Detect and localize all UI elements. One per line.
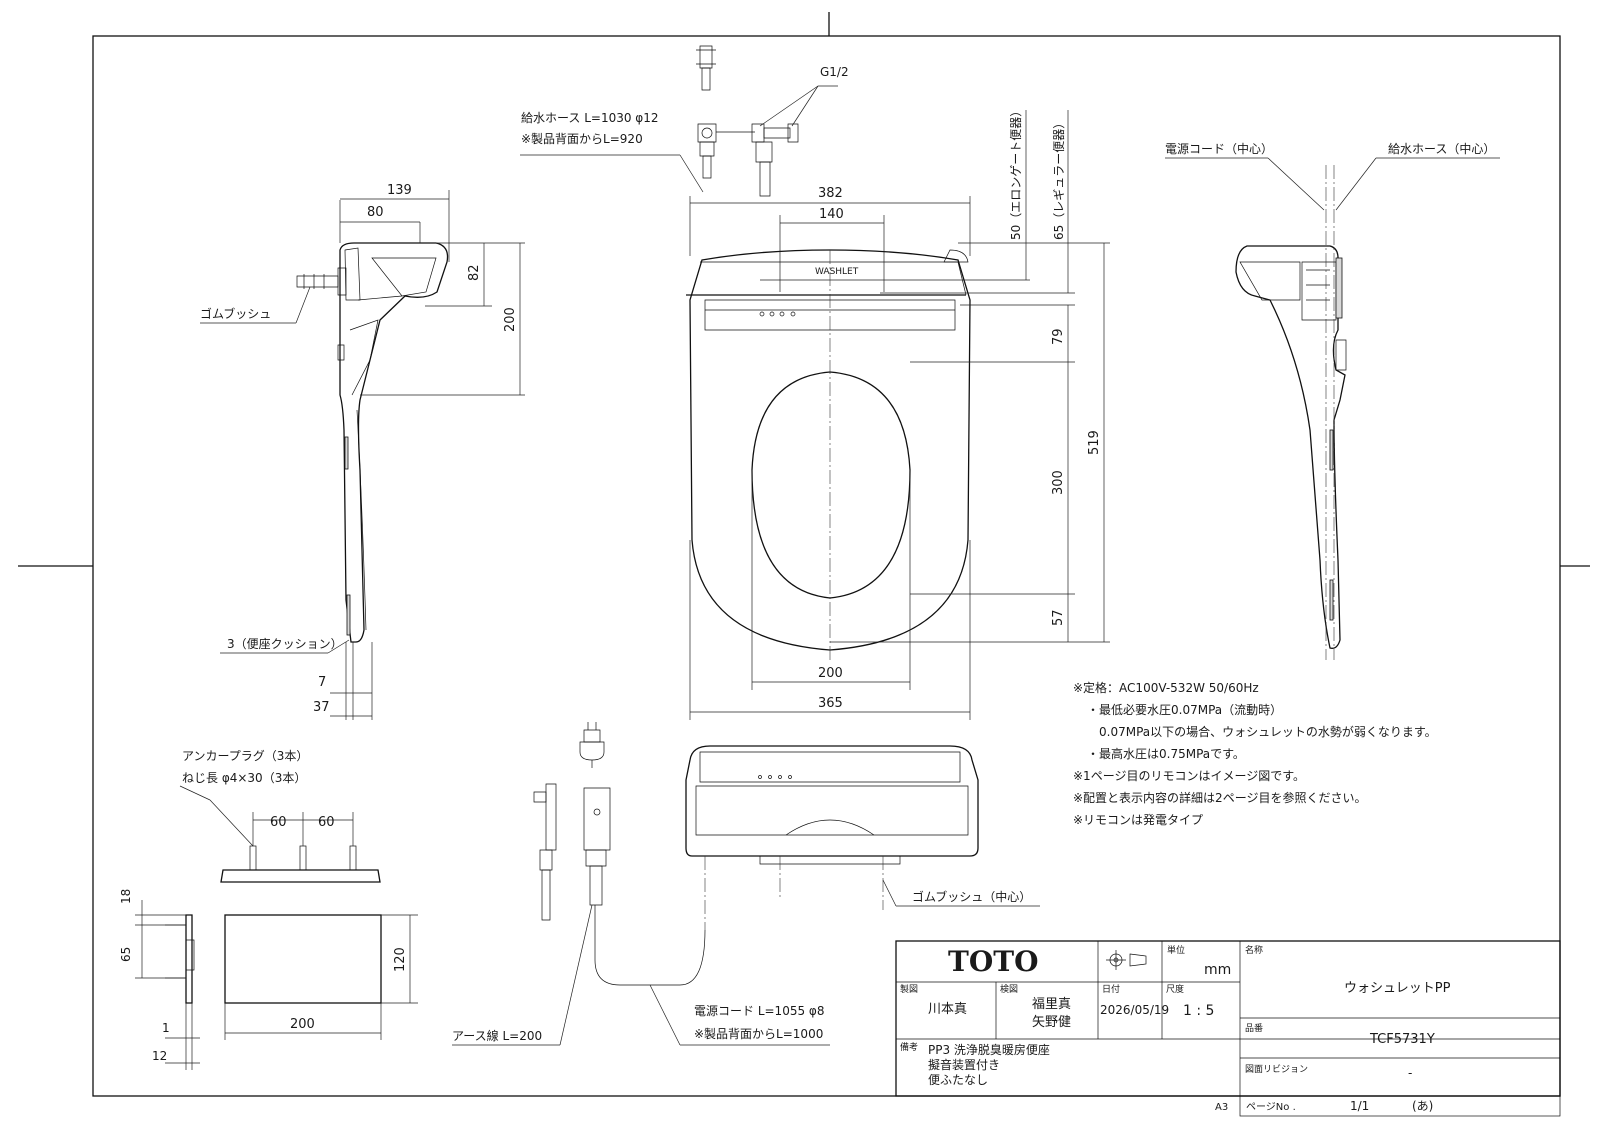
front-view	[594, 745, 1040, 986]
dim-200-side: 200	[503, 307, 518, 332]
label-anchor-2: ねじ長 φ4×30（3本）	[182, 771, 306, 785]
dim-200: 200	[818, 666, 843, 681]
dim-365: 365	[818, 696, 843, 711]
check-value-1: 福里真	[1032, 997, 1071, 1012]
toto-logo: TOTO	[948, 945, 1038, 978]
number-value: TCF5731Y	[1369, 1032, 1435, 1047]
washlet-mark: WASHLET	[815, 267, 859, 277]
remarks-3: 便ふたなし	[928, 1073, 988, 1087]
dim-200-plate: 200	[290, 1017, 315, 1032]
page-label: ページNo .	[1246, 1102, 1296, 1113]
unit-value: mm	[1204, 962, 1231, 978]
dim-1: 1	[162, 1021, 170, 1035]
dim-519: 519	[1087, 430, 1102, 455]
note-6: ※配置と表示内容の詳細は2ページ目を参照ください。	[1073, 790, 1366, 805]
label-hose-center: 給水ホース（中心）	[1388, 141, 1495, 156]
scale-label: 尺度	[1166, 983, 1184, 995]
label-cord-2: ※製品背面からL=1000	[694, 1027, 823, 1041]
dim-37: 37	[313, 700, 330, 715]
side-view-left	[200, 190, 525, 720]
label-hose-1: 給水ホース L=1030 φ12	[521, 111, 659, 125]
remarks-2: 擬音装置付き	[928, 1057, 1000, 1072]
date-label: 日付	[1102, 984, 1120, 995]
unit-label: 単位	[1167, 944, 1185, 956]
sheet-frame	[18, 12, 1590, 1097]
dim-60a: 60	[270, 815, 287, 830]
dim-12: 12	[152, 1049, 167, 1063]
anchor-plate	[135, 785, 418, 1070]
remarks-label: 備考	[900, 1041, 918, 1053]
note-5: ※1ページ目のリモコンはイメージ図です。	[1073, 769, 1305, 783]
dim-65: 65	[119, 947, 133, 962]
number-label: 品番	[1245, 1022, 1263, 1034]
note-4: ・最高水圧は0.75MPaです。	[1087, 746, 1245, 761]
dim-382: 382	[818, 186, 843, 201]
note-2: ・最低必要水圧0.07MPa（流動時）	[1087, 703, 1282, 717]
revision-label: 図面リビジョン	[1245, 1064, 1308, 1075]
dim-82: 82	[467, 264, 482, 281]
check-value-2: 矢野健	[1032, 1015, 1071, 1030]
dim-120: 120	[393, 947, 408, 972]
dim-7: 7	[318, 675, 326, 690]
label-g12: G1/2	[820, 65, 849, 79]
title-block	[895, 940, 1561, 1117]
dim-57: 57	[1051, 609, 1066, 626]
note-7: ※リモコンは発電タイプ	[1073, 813, 1203, 827]
maker-value: 川本真	[928, 1002, 967, 1017]
revision-value: -	[1408, 1066, 1412, 1080]
plug-parts	[452, 722, 830, 1046]
note-1: ※定格：AC100V-532W 50/60Hz	[1073, 680, 1259, 695]
note-3: 0.07MPa以下の場合、ウォシュレットの水勢が弱くなります。	[1099, 724, 1437, 739]
label-hose-2: ※製品背面からL=920	[521, 132, 643, 146]
dim-regular-65: 65（レギュラー便器）	[1052, 117, 1066, 240]
label-anchor-1: アンカープラグ（3本）	[182, 749, 308, 763]
page-value: 1/1	[1350, 1099, 1369, 1113]
label-rubber-bush: ゴムブッシュ	[200, 306, 271, 321]
name-value: ウォシュレットPP	[1344, 981, 1451, 996]
name-label: 名称	[1245, 944, 1263, 956]
dim-elongated-50: 50（エロンゲート便器）	[1009, 105, 1023, 240]
remarks-1: PP3 洗浄脱臭暖房便座	[928, 1042, 1050, 1057]
dim-80: 80	[367, 205, 384, 220]
dim-79: 79	[1051, 328, 1066, 345]
label-power-cord-center: 電源コード（中心）	[1165, 141, 1273, 156]
label-earth: アース線 L=200	[452, 1028, 542, 1043]
notes: ※定格：AC100V-532W 50/60Hz ・最低必要水圧0.07MPa（流…	[1073, 680, 1437, 827]
scale-value: 1 : 5	[1183, 1003, 1214, 1019]
dim-18: 18	[119, 889, 133, 904]
side-view-right	[1165, 157, 1500, 660]
plan-view	[520, 45, 1110, 720]
sheet-size: A3	[1215, 1102, 1228, 1113]
dim-139: 139	[387, 183, 412, 198]
dim-300: 300	[1051, 470, 1066, 495]
check-label: 検図	[1000, 983, 1018, 995]
dim-140: 140	[819, 207, 844, 222]
label-rubber-bush-center: ゴムブッシュ（中心）	[912, 889, 1031, 904]
label-seat-cushion: 3（便座クッション）	[227, 636, 343, 651]
label-cord-1: 電源コード L=1055 φ8	[694, 1004, 824, 1018]
page-mark: (あ)	[1412, 1099, 1433, 1113]
dim-60b: 60	[318, 815, 335, 830]
maker-label: 製図	[900, 983, 918, 995]
date-value: 2026/05/19	[1100, 1003, 1169, 1017]
